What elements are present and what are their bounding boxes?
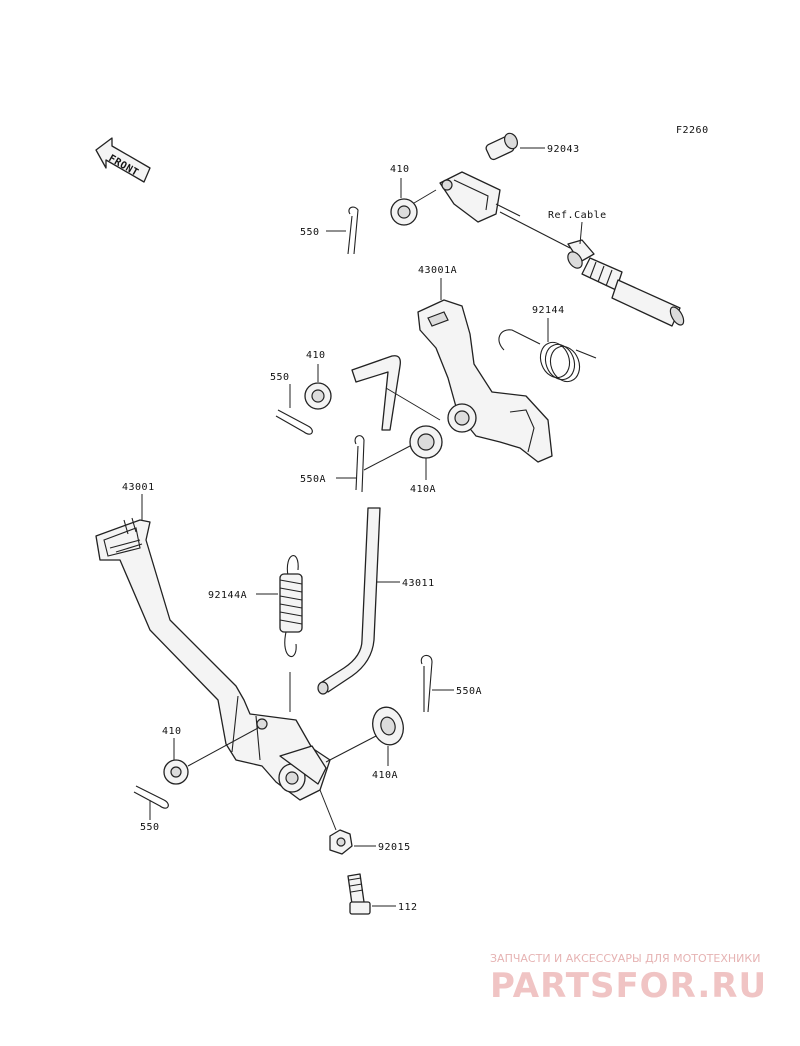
brake-cable xyxy=(499,211,685,327)
cotter-pin-550A-low xyxy=(420,654,433,713)
clevis-pin-92043 xyxy=(485,132,519,161)
label-92144: 92144 xyxy=(532,305,565,316)
label-410-low: 410 xyxy=(162,726,182,737)
label-112: 112 xyxy=(398,902,418,913)
watermark: ЗАПЧАСТИ И АКСЕССУАРЫ ДЛЯ МОТОТЕХНИКИ PA… xyxy=(490,952,767,1006)
watermark-tagline: ЗАПЧАСТИ И АКСЕССУАРЫ ДЛЯ МОТОТЕХНИКИ xyxy=(490,952,760,965)
label-43001: 43001 xyxy=(122,482,155,493)
label-92144A: 92144A xyxy=(208,590,247,601)
bolt-112 xyxy=(347,873,371,915)
upper-rod-bend xyxy=(351,355,401,431)
figure-code: F2260 xyxy=(676,125,709,136)
brake-rod-43011 xyxy=(317,507,381,695)
label-43011: 43011 xyxy=(402,578,435,589)
washer-410A-low xyxy=(372,706,404,746)
watermark-logo: PARTSFOR.RU xyxy=(490,966,767,1006)
label-550A-low: 550A xyxy=(456,686,482,697)
brake-pedal-43001 xyxy=(95,517,331,801)
tension-spring-92144A xyxy=(279,555,303,657)
cotter-pin-550A-mid xyxy=(354,435,365,493)
washer-410A-mid xyxy=(409,425,443,459)
label-92043: 92043 xyxy=(547,144,580,155)
cotter-pin-550-low xyxy=(133,785,169,809)
lever-43001A xyxy=(417,299,553,463)
washer-410-mid xyxy=(304,382,332,410)
label-410A-mid: 410A xyxy=(410,484,436,495)
label-410A-low: 410A xyxy=(372,770,398,781)
label-410-mid: 410 xyxy=(306,350,326,361)
washer-410-top xyxy=(390,198,418,226)
ref-cable-label: Ref.Cable xyxy=(548,210,607,221)
label-43001A: 43001A xyxy=(418,265,457,276)
front-arrow-icon: FRONT xyxy=(95,137,151,183)
label-410-top: 410 xyxy=(390,164,410,175)
torsion-spring-92144 xyxy=(498,329,597,383)
clevis-fork xyxy=(439,171,521,223)
nut-92015 xyxy=(319,789,353,855)
label-550-low: 550 xyxy=(140,822,160,833)
label-550-mid: 550 xyxy=(270,372,290,383)
cotter-pin-550-mid xyxy=(275,409,313,435)
label-550A-mid: 550A xyxy=(300,474,326,485)
label-550-top: 550 xyxy=(300,227,320,238)
washer-410-low xyxy=(163,759,189,785)
cotter-pin-550-top xyxy=(347,206,359,255)
label-92015: 92015 xyxy=(378,842,411,853)
